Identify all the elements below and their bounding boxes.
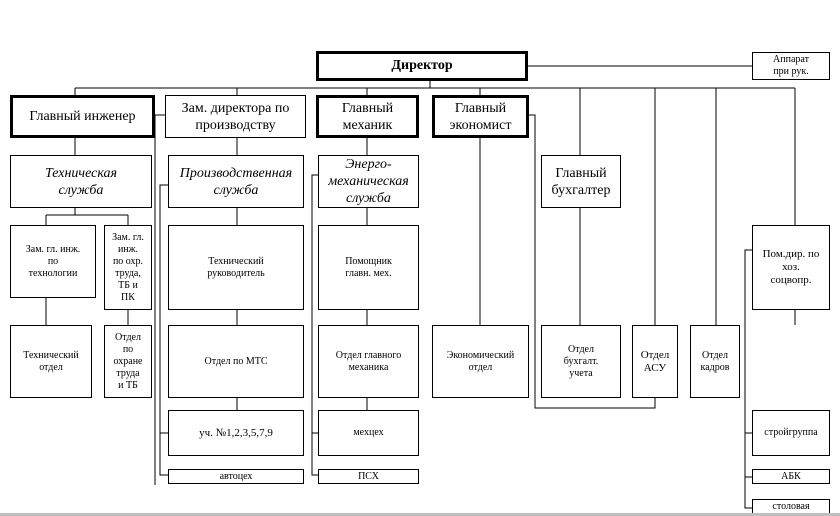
energy-service-box: Энерго- механическая служба <box>318 155 419 208</box>
asu-dept-box: Отдел АСУ <box>632 325 678 398</box>
apparat-box: Аппарат при рук. <box>752 52 830 80</box>
autoshop-box: автоцех <box>168 469 304 484</box>
chief-mechanic-dept-label: Отдел главного механика <box>335 349 402 373</box>
hr-dept-box: Отдел кадров <box>690 325 740 398</box>
deputy-household-box: Пом.дир. по хоз. соцвопр. <box>752 225 830 310</box>
mts-dept-box: Отдел по МТС <box>168 325 304 398</box>
deputy-household-label: Пом.дир. по хоз. соцвопр. <box>762 248 820 286</box>
sites-box: уч. №1,2,3,5,7,9 <box>168 410 304 456</box>
canteen-box: столовая <box>752 499 830 514</box>
abk-box: АБК <box>752 469 830 484</box>
chief-economist-label: Главный экономист <box>449 100 512 133</box>
deputy-chief-eng-tech-box: Зам. гл. инж. по технологии <box>10 225 96 298</box>
asu-dept-label: Отдел АСУ <box>640 348 670 374</box>
production-service-box: Производственная служба <box>168 155 304 208</box>
mechshop-label: мехцех <box>353 427 384 438</box>
tech-manager-label: Технический руководитель <box>207 255 265 279</box>
autoshop-label: автоцех <box>219 470 253 482</box>
scrollbar-bottom[interactable] <box>0 513 840 516</box>
tech-dept-box: Технический отдел <box>10 325 92 398</box>
tech-service-label: Техническая служба <box>44 165 118 198</box>
deputy-chief-eng-safety-label: Зам. гл. инж. по охр. труда, ТБ и ПК <box>112 231 144 303</box>
mts-dept-label: Отдел по МТС <box>204 355 268 367</box>
chief-mechanic-box: Главный механик <box>316 95 419 138</box>
psh-label: ПСХ <box>358 470 379 482</box>
construction-group-label: стройгруппа <box>764 427 818 438</box>
economic-dept-label: Экономический отдел <box>446 349 515 373</box>
safety-dept-label: Отдел по охране труда и ТБ <box>113 331 143 391</box>
accounting-dept-label: Отдел бухгалт. учета <box>563 343 599 379</box>
production-service-label: Производственная служба <box>179 165 293 198</box>
deputy-chief-eng-tech-label: Зам. гл. инж. по технологии <box>25 243 81 279</box>
asst-chief-mechanic-box: Помощник главн. мех. <box>318 225 419 310</box>
mechshop-box: мехцех <box>318 410 419 456</box>
chief-economist-box: Главный экономист <box>432 95 529 138</box>
sites-label: уч. №1,2,3,5,7,9 <box>199 426 273 439</box>
tech-manager-box: Технический руководитель <box>168 225 304 310</box>
chief-accountant-box: Главный бухгалтер <box>541 155 621 208</box>
chief-accountant-label: Главный бухгалтер <box>551 165 611 198</box>
director-label: Директор <box>391 58 453 73</box>
safety-dept-box: Отдел по охране труда и ТБ <box>104 325 152 398</box>
chief-engineer-label: Главный инженер <box>29 109 136 124</box>
energy-service-label: Энерго- механическая служба <box>328 157 409 206</box>
director-box: Директор <box>316 51 528 81</box>
asst-chief-mechanic-label: Помощник главн. мех. <box>345 255 392 279</box>
tech-dept-label: Технический отдел <box>23 349 79 373</box>
economic-dept-box: Экономический отдел <box>432 325 529 398</box>
hr-dept-label: Отдел кадров <box>700 349 730 373</box>
deputy-chief-eng-safety-box: Зам. гл. инж. по охр. труда, ТБ и ПК <box>104 225 152 310</box>
abk-label: АБК <box>781 470 801 482</box>
tech-service-box: Техническая служба <box>10 155 152 208</box>
construction-group-box: стройгруппа <box>752 410 830 456</box>
chief-mechanic-dept-box: Отдел главного механика <box>318 325 419 398</box>
chief-engineer-box: Главный инженер <box>10 95 155 138</box>
accounting-dept-box: Отдел бухгалт. учета <box>541 325 621 398</box>
chief-mechanic-label: Главный механик <box>341 100 394 133</box>
psh-box: ПСХ <box>318 469 419 484</box>
deputy-production-label: Зам. директора по производству <box>181 100 290 133</box>
apparat-label: Аппарат при рук. <box>773 54 809 77</box>
canteen-label: столовая <box>772 500 810 512</box>
deputy-production-box: Зам. директора по производству <box>165 95 306 138</box>
